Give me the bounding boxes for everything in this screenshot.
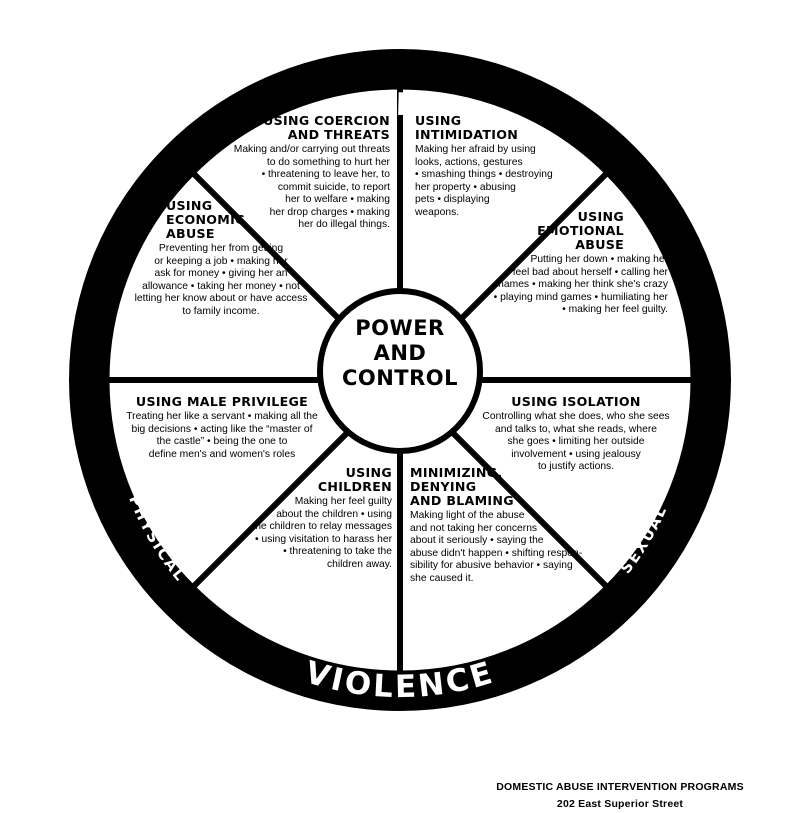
segment-title: USING INTIMIDATION [415,113,519,143]
segment-minimizing-denying-blaming: MINIMIZING, DENYING AND BLAMING Making l… [410,465,585,586]
segment-body: Preventing her from getting or keeping a… [134,243,308,318]
segment-isolation: USING ISOLATION Controlling what she doe… [476,394,676,474]
segment-title: USING EMOTIONAL ABUSE [537,209,624,253]
segment-title: USING ISOLATION [511,394,641,409]
footer: DOMESTIC ABUSE INTERVENTION PROGRAMS 202… [470,779,770,813]
segment-coercion-threats: USING COERCION AND THREATS Making and/or… [218,113,390,232]
segment-title: MINIMIZING, DENYING AND BLAMING [410,465,514,509]
segment-body: Making light of the abuse and not taking… [410,510,583,585]
segment-body: Making her feel guilty about the childre… [252,496,392,570]
hub-circle [317,288,483,454]
segment-body: Making her afraid by using looks, action… [415,144,553,218]
segment-emotional-abuse: USING EMOTIONAL ABUSE Putting her down •… [468,209,668,317]
footer-org: DOMESTIC ABUSE INTERVENTION PROGRAMS [496,781,744,793]
segment-body: Making and/or carrying out threats to do… [233,144,390,231]
segment-body: Controlling what she does, who she sees … [482,411,670,473]
segment-body: Treating her like a servant • making all… [126,411,318,460]
segment-intimidation: USING INTIMIDATION Making her afraid by … [415,113,580,219]
footer-address: 202 East Superior Street [556,797,684,810]
segment-body: Putting her down • making her feel bad a… [493,254,668,316]
segment-title: USING ECONOMIC ABUSE [166,198,245,242]
segment-using-children: USING CHILDREN Making her feel guilty ab… [230,465,392,571]
segment-title: USING CHILDREN [317,465,392,495]
segment-male-privilege: USING MALE PRIVILEGE Treating her like a… [122,394,322,461]
segment-economic-abuse: USING ECONOMIC ABUSE Preventing her from… [118,198,324,319]
center-label: POWER AND CONTROL [341,316,459,390]
segment-title: USING COERCION AND THREATS [263,113,390,143]
segment-title: USING MALE PRIVILEGE [135,394,309,409]
